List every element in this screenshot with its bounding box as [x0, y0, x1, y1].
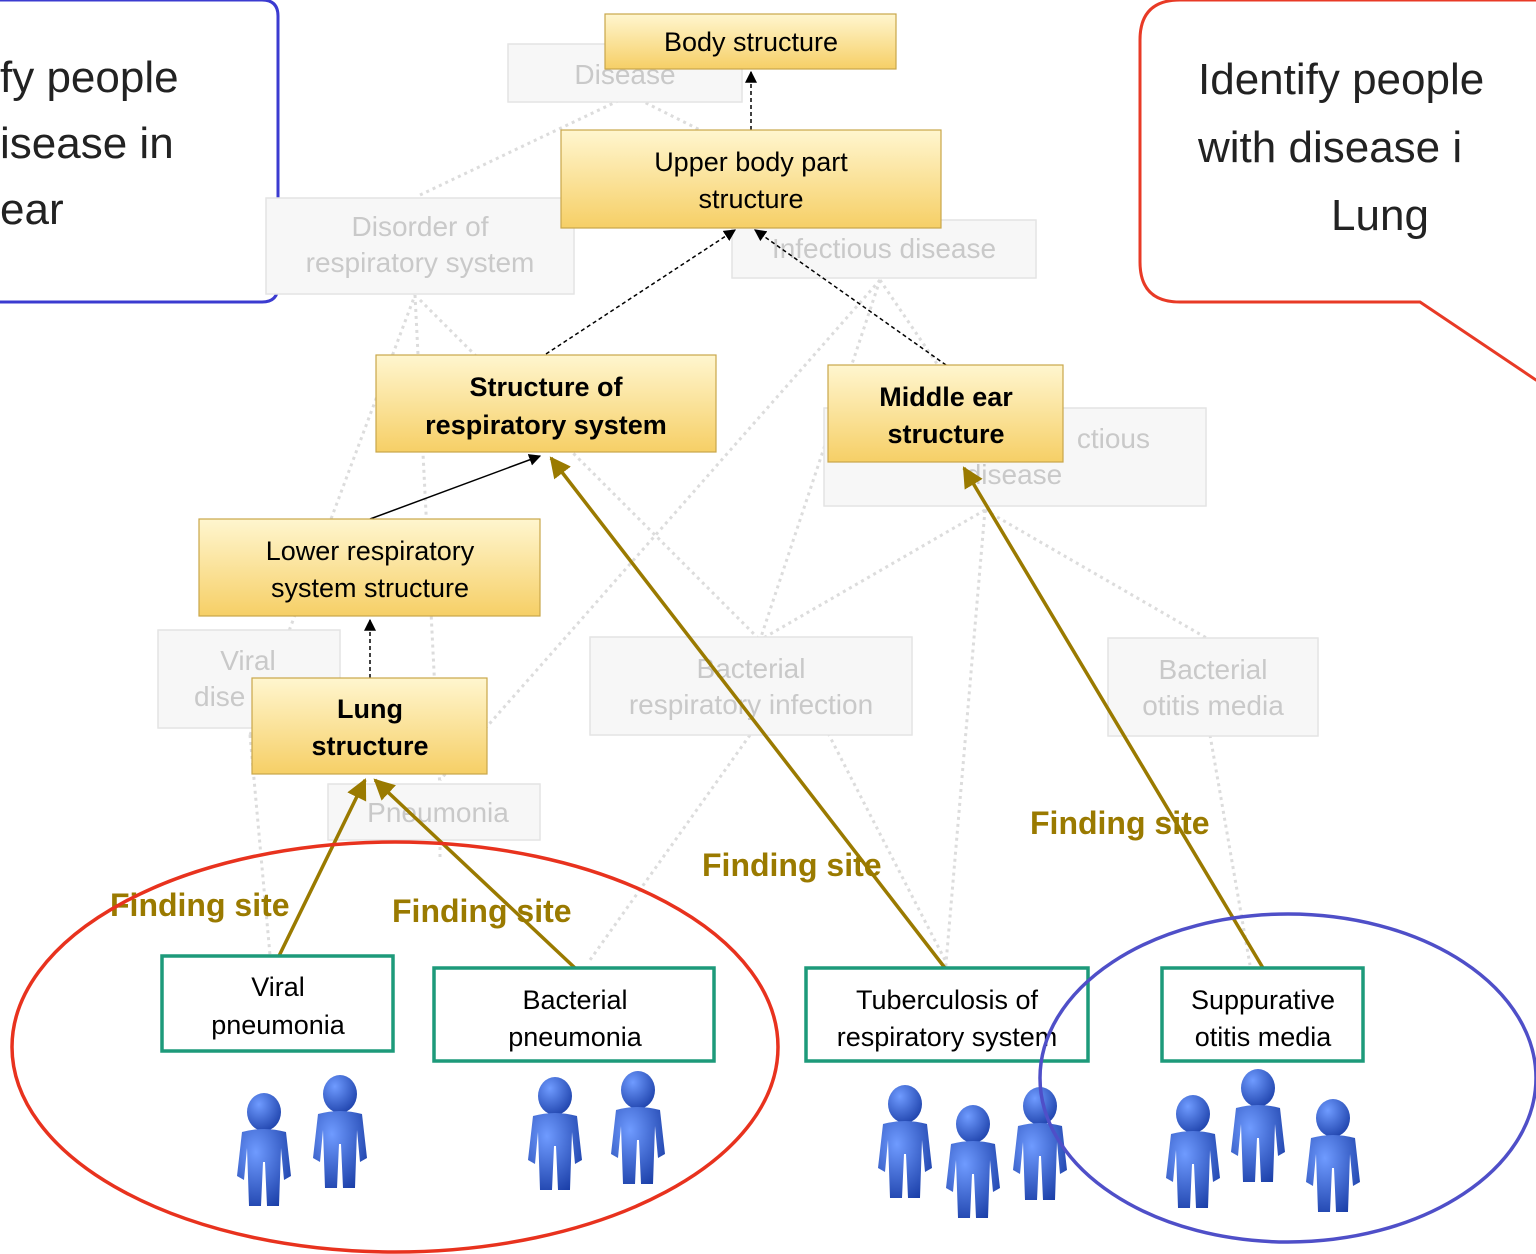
person-icon	[313, 1075, 367, 1188]
viral-pneumonia-line-1: Viral	[251, 972, 305, 1002]
finding-site-label-tuberculosis: Finding site	[702, 847, 882, 883]
person-icon	[878, 1085, 932, 1198]
structure-node-lung: Lung structure	[251, 677, 488, 775]
bacterial-pneumonia-line-1: Bacterial	[522, 985, 627, 1015]
lower-respiratory-line-2: system structure	[271, 573, 469, 603]
callout-left-line-3: ear	[0, 185, 64, 234]
callout-right: Identify people with disease i Lung	[1138, 0, 1536, 382]
ghost-node-infectious-disease: Infectious disease	[731, 219, 1037, 279]
ghost-disorder-line-2: respiratory system	[306, 247, 535, 278]
lung-line-1: Lung	[337, 694, 403, 724]
structure-links	[364, 70, 947, 678]
ghost-disorder-line-1: Disorder of	[352, 211, 489, 242]
person-icon	[1166, 1095, 1220, 1208]
ghost-ear-infectious-line-2: disease	[966, 459, 1063, 490]
person-icon	[946, 1105, 1000, 1218]
lung-cohort-ellipse	[10, 840, 780, 1254]
callout-left: fy people isease in ear	[0, 0, 280, 304]
finding-site-label-viral: Finding site	[110, 887, 290, 923]
ghost-node-bacterial-otitis-media: Bacterial otitis media	[1107, 637, 1319, 737]
person-icon	[528, 1077, 582, 1190]
ghost-bom-line-2: otitis media	[1142, 690, 1284, 721]
person-icon	[237, 1093, 291, 1206]
ghost-node-pneumonia: Pneumonia	[327, 783, 541, 841]
middle-ear-line-2: structure	[887, 419, 1004, 449]
bacterial-pneumonia-line-2: pneumonia	[508, 1022, 643, 1052]
ghost-ear-infectious-line-1: ctious	[1077, 423, 1150, 454]
tuberculosis-line-2: respiratory system	[837, 1022, 1058, 1052]
ghost-node-bacterial-respiratory-infection: Bacterial respiratory infection	[589, 636, 913, 736]
patients-tuberculosis	[878, 1085, 1067, 1218]
callout-left-line-2: isease in	[0, 119, 174, 168]
ghost-node-disorder-respiratory: Disorder of respiratory system	[265, 197, 575, 295]
callout-right-line-3: Lung	[1331, 191, 1429, 240]
ghost-viral-line-2: dise	[194, 681, 245, 712]
lower-respiratory-line-1: Lower respiratory	[266, 536, 475, 566]
ghost-infectious-label: Infectious disease	[772, 233, 996, 264]
upper-body-line-1: Upper body part	[654, 147, 848, 177]
finding-site-links	[276, 456, 1265, 970]
person-icon	[1231, 1069, 1285, 1182]
middle-ear-line-1: Middle ear	[879, 382, 1013, 412]
finding-site-label-bacterial: Finding site	[392, 893, 572, 929]
viral-pneumonia-line-2: pneumonia	[211, 1010, 346, 1040]
patients-viral-pneumonia	[237, 1075, 367, 1206]
structure-node-respiratory-system: Structure of respiratory system	[375, 354, 717, 453]
disease-node-viral-pneumonia: Viral pneumonia	[160, 954, 395, 1053]
structure-node-middle-ear: Middle ear structure	[827, 364, 1064, 463]
suppurative-otitis-line-1: Suppurative	[1191, 985, 1335, 1015]
ear-cohort-ellipse	[1038, 912, 1536, 1244]
ghost-viral-line-1: Viral	[220, 645, 276, 676]
structure-node-body: Body structure	[604, 13, 897, 70]
tuberculosis-line-1: Tuberculosis of	[856, 985, 1039, 1015]
callout-left-line-1: fy people	[0, 53, 179, 102]
lung-line-2: structure	[311, 731, 428, 761]
ghost-bom-line-1: Bacterial	[1159, 654, 1268, 685]
finding-site-label-otitis: Finding site	[1030, 805, 1210, 841]
callout-right-line-1: Identify people	[1198, 55, 1484, 104]
person-icon	[611, 1071, 665, 1184]
callout-right-line-2: with disease i	[1197, 123, 1462, 172]
person-icon	[1306, 1099, 1360, 1212]
upper-body-line-2: structure	[698, 184, 803, 214]
body-structure-label: Body structure	[664, 27, 838, 57]
suppurative-otitis-line-2: otitis media	[1195, 1022, 1333, 1052]
patients-bacterial-pneumonia	[528, 1071, 665, 1190]
disease-node-bacterial-pneumonia: Bacterial pneumonia	[432, 966, 716, 1063]
patients-suppurative-otitis	[1166, 1069, 1360, 1212]
disease-node-tuberculosis: Tuberculosis of respiratory system	[804, 966, 1090, 1063]
respiratory-system-line-2: respiratory system	[425, 410, 667, 440]
respiratory-system-line-1: Structure of	[469, 372, 623, 402]
structure-node-upper-body-part: Upper body part structure	[560, 129, 942, 229]
structure-node-lower-respiratory: Lower respiratory system structure	[198, 518, 541, 617]
ghost-pneumonia-label: Pneumonia	[367, 797, 509, 828]
disease-node-suppurative-otitis: Suppurative otitis media	[1160, 966, 1365, 1063]
